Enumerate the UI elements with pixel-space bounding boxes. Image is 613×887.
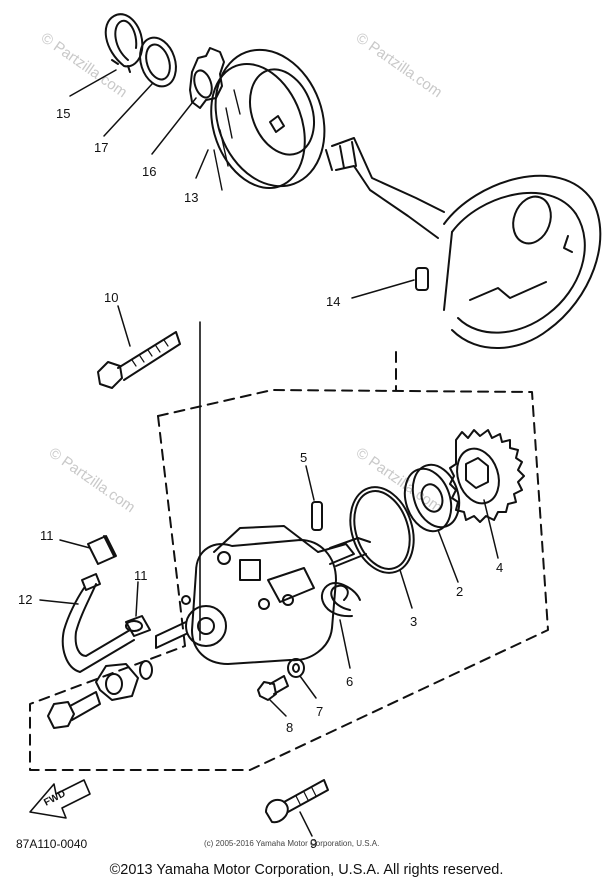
part-label-5: 5 [300, 450, 307, 465]
drive-gear-part [449, 429, 525, 523]
leader-lines [39, 69, 499, 837]
diagram-code: 87A110-0040 [16, 837, 88, 851]
bolt-part [257, 675, 289, 701]
watermark: © Partzilla.com [46, 444, 139, 516]
hose-sleeve-part [87, 535, 117, 565]
copyright-footer: ©2013 Yamaha Motor Corporation, U.S.A. A… [109, 862, 504, 878]
part-label-7: 7 [316, 704, 323, 719]
part-label-8: 8 [286, 720, 293, 735]
pulley-part [210, 48, 326, 191]
lock-washer-part [189, 47, 225, 109]
forward-label: FWD [42, 788, 67, 808]
retaining-clip-part [320, 582, 361, 618]
part-label-10: 10 [104, 290, 118, 305]
part-label-2: 2 [456, 584, 463, 599]
part-label-13: 13 [184, 190, 198, 205]
dowel-pin-part [415, 267, 429, 291]
crankshaft-part [325, 137, 602, 349]
oil-pump-body-part [155, 525, 371, 665]
watermark: © Partzilla.com [353, 29, 446, 101]
dowel-pin-part [311, 501, 323, 531]
assembly-group-outline [29, 351, 549, 771]
part-label-12: 12 [18, 592, 32, 607]
part-label-14: 14 [326, 294, 340, 309]
bolt-part [47, 691, 101, 729]
washer-part [287, 658, 305, 678]
part-label-11: 11 [40, 528, 54, 543]
part-label-15: 15 [56, 106, 70, 121]
diagram-copyright: (c) 2005-2016 Yamaha Motor Corporation, … [204, 839, 379, 848]
washer-part [139, 660, 153, 680]
part-label-17: 17 [94, 140, 108, 155]
circlip-part [104, 13, 144, 73]
forward-arrow-icon [29, 779, 91, 819]
bolt-part [97, 331, 181, 389]
part-label-11: 11 [134, 568, 148, 583]
bearing-part [403, 463, 461, 533]
part-label-9: 9 [310, 836, 317, 851]
screw-part [265, 779, 329, 824]
oil-hose-part [61, 573, 135, 673]
part-label-3: 3 [410, 614, 417, 629]
nut-part [95, 663, 139, 701]
washer-ring-part [139, 36, 177, 88]
part-label-6: 6 [346, 674, 353, 689]
part-label-4: 4 [496, 560, 503, 575]
hose-sleeve-part [125, 615, 151, 637]
part-label-16: 16 [142, 164, 156, 179]
assembly-group-outline [157, 415, 186, 647]
